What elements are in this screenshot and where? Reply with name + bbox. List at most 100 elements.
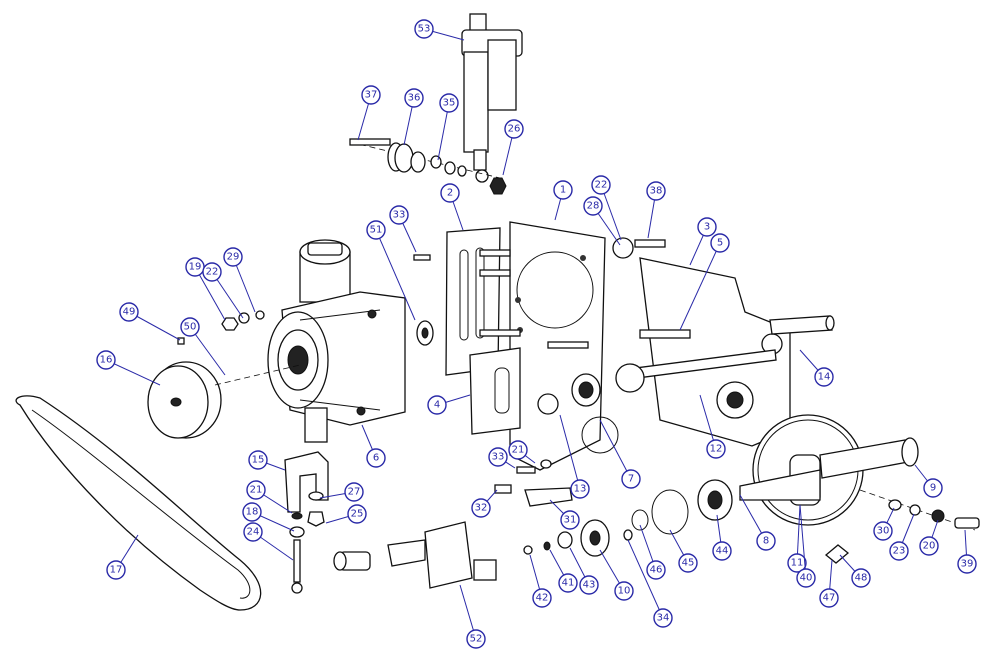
callout-bubble xyxy=(706,439,726,459)
callout-number: 26 xyxy=(508,124,521,135)
callout-49: 49 xyxy=(119,302,181,341)
callout-bubble xyxy=(361,85,381,105)
callout-32: 32 xyxy=(471,489,498,518)
leader-line xyxy=(600,184,622,241)
callout-bubble xyxy=(439,93,459,113)
callout-bubble xyxy=(646,181,666,201)
callout-number: 52 xyxy=(470,634,483,645)
large-sprocket xyxy=(739,414,919,526)
callout-number: 4 xyxy=(434,400,440,411)
callout-number: 33 xyxy=(393,210,406,221)
callout-number: 39 xyxy=(961,559,974,570)
callout-26: 26 xyxy=(502,119,524,176)
callout-22: 22 xyxy=(591,175,622,241)
callout-38: 38 xyxy=(646,181,666,239)
callout-bubble xyxy=(96,350,116,370)
callout-bubble xyxy=(389,205,409,225)
misc-fasteners xyxy=(221,237,666,474)
callout-12: 12 xyxy=(699,394,726,459)
callout-18: 18 xyxy=(242,502,295,532)
linear-actuator xyxy=(461,13,523,183)
callout-number: 38 xyxy=(650,186,663,197)
callout-number: 42 xyxy=(536,593,549,604)
callout-number: 43 xyxy=(583,580,596,591)
callout-bubble xyxy=(532,588,552,608)
callout-8: 8 xyxy=(739,494,776,551)
callout-number: 29 xyxy=(227,252,240,263)
callout-number: 46 xyxy=(650,565,663,576)
callout-number: 1 xyxy=(560,185,566,196)
callout-3: 3 xyxy=(689,217,717,266)
callout-21: 21 xyxy=(246,480,293,514)
callout-bubble xyxy=(710,233,730,253)
callout-number: 34 xyxy=(657,613,670,624)
callout-52: 52 xyxy=(459,584,486,649)
callout-bubble xyxy=(414,19,434,39)
callout-bubble xyxy=(646,560,666,580)
callout-number: 36 xyxy=(408,93,421,104)
callout-9: 9 xyxy=(914,464,943,498)
callout-bubble xyxy=(466,629,486,649)
callout-number: 35 xyxy=(443,98,456,109)
callout-bubble xyxy=(427,395,447,415)
callout-34: 34 xyxy=(627,539,673,628)
callout-number: 33 xyxy=(492,452,505,463)
callout-bubble xyxy=(653,608,673,628)
callout-bubble xyxy=(787,553,807,573)
callout-bubble xyxy=(508,440,528,460)
callout-number: 41 xyxy=(562,578,575,589)
callout-number: 50 xyxy=(184,322,197,333)
callout-27: 27 xyxy=(319,482,364,502)
callout-number: 21 xyxy=(250,485,263,496)
leader-line xyxy=(559,414,581,490)
spacer-rods xyxy=(479,249,691,349)
callout-bubble xyxy=(558,573,578,593)
motor xyxy=(267,239,406,443)
callout-bubble xyxy=(756,531,776,551)
callout-number: 14 xyxy=(818,372,831,383)
callout-number: 20 xyxy=(923,541,936,552)
callout-number: 51 xyxy=(370,225,383,236)
callout-bubble xyxy=(712,541,732,561)
callout-bubble xyxy=(243,522,263,542)
callout-33: 33 xyxy=(389,205,417,253)
callout-bubble xyxy=(889,541,909,561)
callout-19: 19 xyxy=(185,257,226,321)
callout-41: 41 xyxy=(549,549,578,593)
callout-5: 5 xyxy=(679,233,730,331)
callout-bubble xyxy=(796,568,816,588)
callout-22: 22 xyxy=(202,262,244,319)
callout-36: 36 xyxy=(403,88,424,146)
callout-39: 39 xyxy=(957,529,977,574)
leader-line xyxy=(599,419,632,480)
callout-number: 7 xyxy=(628,474,634,485)
callout-number: 28 xyxy=(587,201,600,212)
callout-number: 8 xyxy=(763,536,769,547)
callout-bubble xyxy=(347,504,367,524)
callout-bubble xyxy=(246,480,266,500)
leader-line xyxy=(194,266,226,321)
callout-47: 47 xyxy=(819,559,839,608)
callout-48: 48 xyxy=(839,554,871,588)
callout-29: 29 xyxy=(223,247,256,313)
side-frame xyxy=(639,257,791,447)
callout-bubble xyxy=(223,247,243,267)
callout-number: 16 xyxy=(100,355,113,366)
callout-number: 2 xyxy=(447,188,453,199)
callout-bubble xyxy=(873,521,893,541)
callout-31: 31 xyxy=(549,499,580,530)
callout-bubble xyxy=(471,498,491,518)
callout-number: 12 xyxy=(710,444,723,455)
drive-belt xyxy=(15,395,262,611)
callout-2: 2 xyxy=(440,183,464,231)
callout-21: 21 xyxy=(508,440,536,464)
gear-hardware xyxy=(494,479,733,557)
callout-bubble xyxy=(180,317,200,337)
bearing-and-spacer xyxy=(537,363,645,415)
callout-7: 7 xyxy=(599,419,641,489)
callout-bubble xyxy=(404,88,424,108)
callout-number: 23 xyxy=(893,546,906,557)
callout-bubble xyxy=(919,536,939,556)
callout-14: 14 xyxy=(799,349,834,387)
